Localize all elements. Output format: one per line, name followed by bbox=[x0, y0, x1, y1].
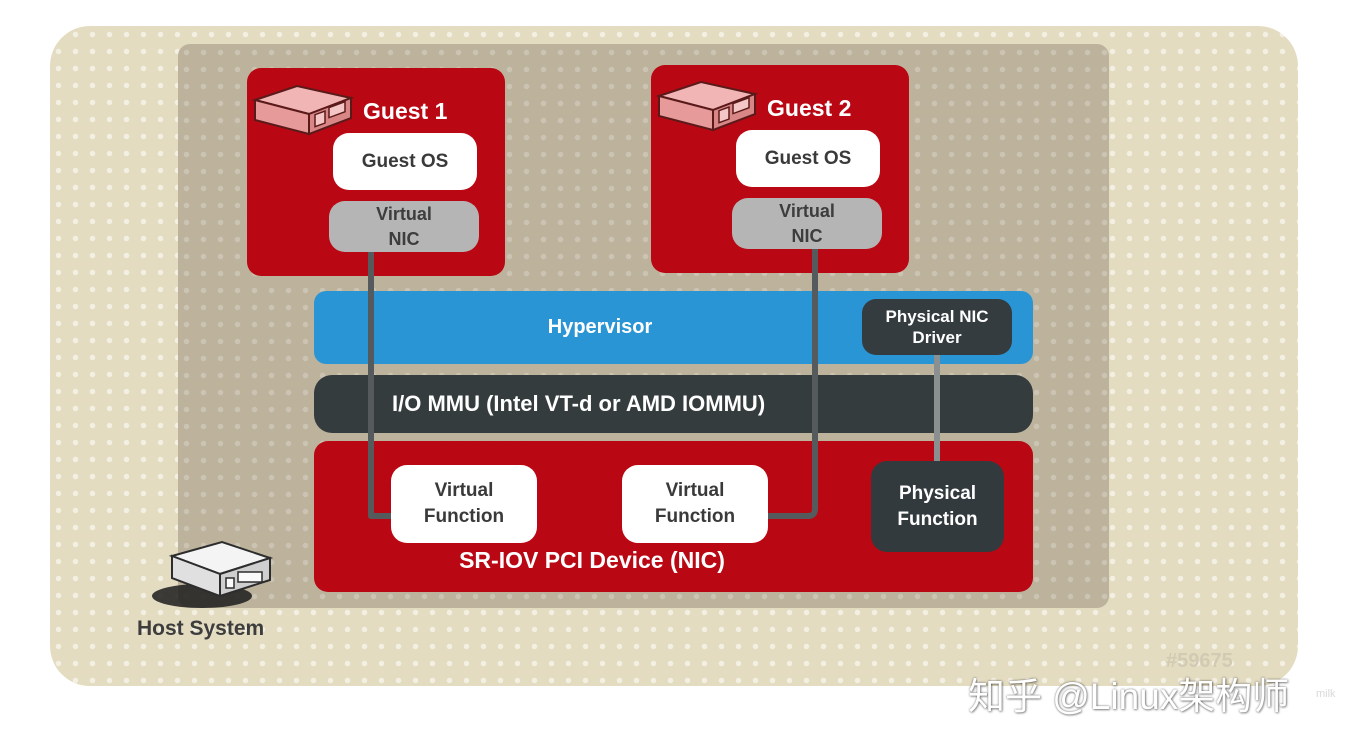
server-icon bbox=[251, 84, 355, 136]
guest-1-title: Guest 1 bbox=[363, 98, 448, 124]
guest-2-title: Guest 2 bbox=[767, 95, 852, 121]
virtual-function-2: Virtual Function bbox=[622, 465, 768, 543]
sriov-device-label: SR-IOV PCI Device (NIC) bbox=[459, 547, 725, 573]
watermark-text: 知乎 @Linux架构师 bbox=[968, 676, 1290, 717]
guest-1-os: Guest OS bbox=[333, 133, 477, 190]
guest-2-virtual-nic: Virtual NIC bbox=[732, 198, 882, 249]
guest-2-os: Guest OS bbox=[736, 130, 880, 187]
physical-nic-driver: Physical NIC Driver bbox=[862, 299, 1012, 355]
watermark-small-text: milk bbox=[1316, 688, 1336, 700]
server-icon bbox=[655, 80, 759, 132]
physical-function: Physical Function bbox=[871, 461, 1004, 552]
host-server-icon bbox=[152, 540, 274, 608]
hypervisor-label: Hypervisor bbox=[547, 316, 653, 338]
host-system-label: Host System bbox=[137, 617, 265, 640]
virtual-function-1: Virtual Function bbox=[391, 465, 537, 543]
iommu-layer: I/O MMU (Intel VT-d or AMD IOMMU) bbox=[314, 375, 1033, 433]
figure-id: #59675 bbox=[1166, 650, 1233, 672]
guest-1-virtual-nic: Virtual NIC bbox=[329, 201, 479, 252]
